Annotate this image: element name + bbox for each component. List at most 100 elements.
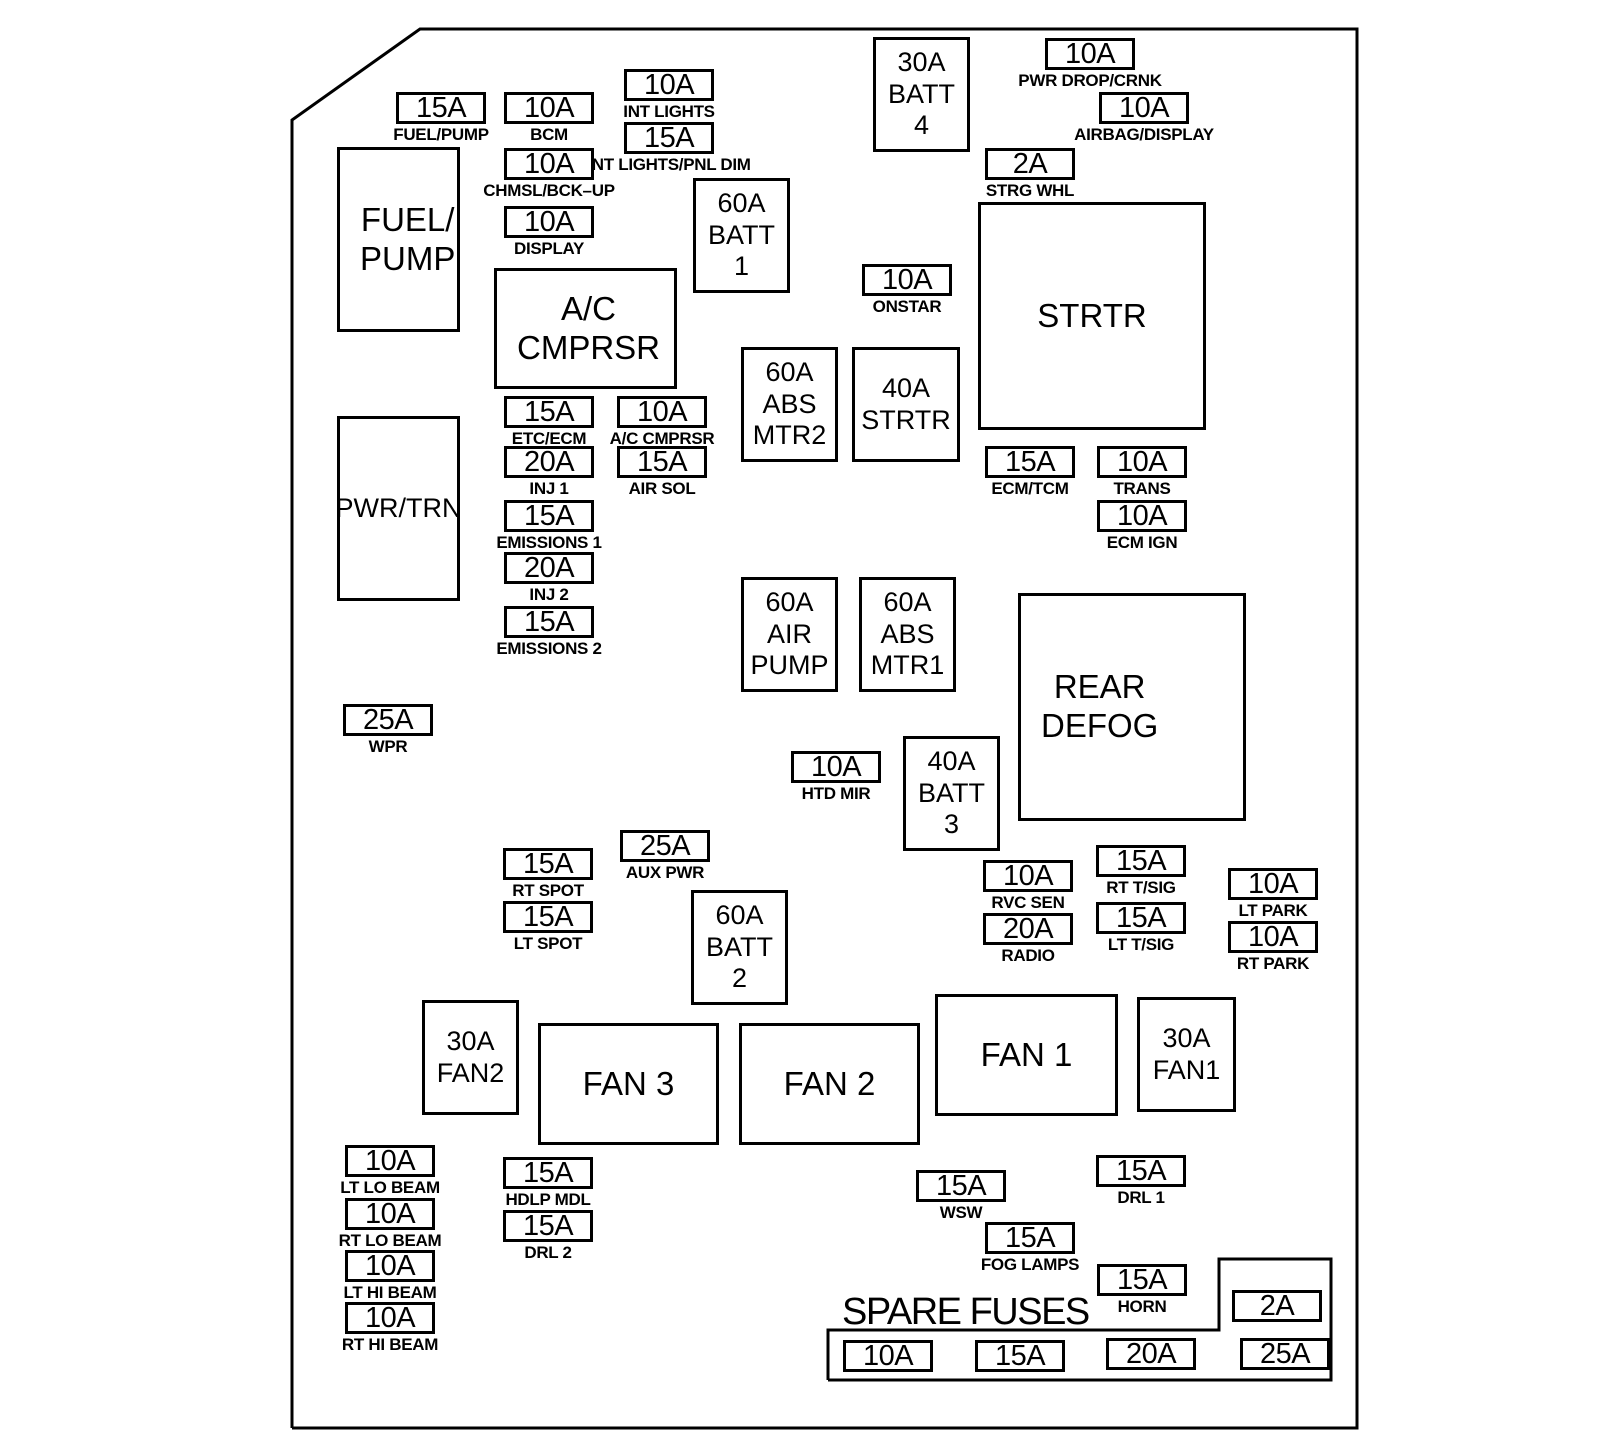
fuse-int-lights: 10A bbox=[624, 69, 714, 101]
fuse-label: RT T/SIG bbox=[1106, 878, 1176, 897]
fuse-label: EMISSIONS 1 bbox=[496, 533, 602, 552]
fuse-etc-ecm: 15A bbox=[504, 396, 594, 428]
fuse-label: HORN bbox=[1117, 1297, 1167, 1316]
fuse-label: INT LIGHTS/PNL DIM bbox=[587, 155, 751, 174]
fuse-fog-lamps: 15A bbox=[985, 1222, 1075, 1254]
fuse-label: RVC SEN bbox=[991, 893, 1065, 912]
batt4-block: 30A BATT 4 bbox=[873, 37, 970, 152]
fuse-label: STRG WHL bbox=[985, 181, 1075, 200]
fuse-hdlp-mdl: 15A bbox=[503, 1157, 593, 1189]
fuse-label: LT HI BEAM bbox=[343, 1283, 437, 1302]
fuse-label: RADIO bbox=[1001, 946, 1055, 965]
fuse-label: HDLP MDL bbox=[505, 1190, 591, 1209]
fuse-label: PWR DROP/CRNK bbox=[1018, 71, 1162, 90]
fuse-label: AUX PWR bbox=[625, 863, 705, 882]
spare-fuses-title: SPARE FUSES bbox=[842, 1291, 1090, 1333]
fuse-display: 10A bbox=[504, 206, 594, 238]
strtr-relay-block: STRTR bbox=[978, 202, 1206, 430]
spare-fuses-tray bbox=[826, 1257, 1333, 1382]
fuse-radio: 20A bbox=[983, 913, 1073, 945]
fuse-label: AIR SOL bbox=[628, 479, 696, 498]
fuse-onstar: 10A bbox=[862, 264, 952, 296]
fuse-lt-park: 10A bbox=[1228, 868, 1318, 900]
fuse-label: ECM IGN bbox=[1106, 533, 1178, 552]
fuse-lt-tsig: 15A bbox=[1096, 902, 1186, 934]
fuse-label: A/C CMPRSR bbox=[609, 429, 715, 448]
fuse-label: INJ 2 bbox=[529, 585, 569, 604]
abs-mtr2-block: 60A ABS MTR2 bbox=[741, 347, 838, 462]
fan2-relay-block: FAN 2 bbox=[739, 1023, 920, 1145]
fuse-label: RT PARK bbox=[1236, 954, 1310, 973]
fuse-label: CHMSL/BCK–UP bbox=[483, 181, 615, 200]
fuse-drl-2: 15A bbox=[503, 1210, 593, 1242]
fuse-label: DISPLAY bbox=[513, 239, 585, 258]
fuse-ecm-ign: 10A bbox=[1097, 500, 1187, 532]
fuse-label: FUEL/PUMP bbox=[393, 125, 489, 144]
ac-cmprsr-relay-block: A/C CMPRSR bbox=[494, 268, 677, 389]
fuse-pwr-drop-crnk: 10A bbox=[1045, 38, 1135, 70]
fuse-emissions-2: 15A bbox=[504, 606, 594, 638]
fuse-label: WSW bbox=[939, 1203, 983, 1222]
fuse-airbag-display: 10A bbox=[1099, 92, 1189, 124]
batt2-block: 60A BATT 2 bbox=[691, 890, 788, 1005]
fuse-ecm-tcm: 15A bbox=[985, 446, 1075, 478]
fuse-label: RT HI BEAM bbox=[341, 1335, 439, 1354]
fuse-inj-1: 20A bbox=[504, 446, 594, 478]
fuse-label: TRANS bbox=[1113, 479, 1171, 498]
rear-defog-block: REAR DEFOG bbox=[1018, 593, 1246, 821]
fuse-rt-park: 10A bbox=[1228, 921, 1318, 953]
fuse-int-lights-pnl-dim: 15A bbox=[624, 122, 714, 154]
fuse-lt-spot: 15A bbox=[503, 901, 593, 933]
fan1-fuse-block: 30A FAN1 bbox=[1137, 997, 1236, 1112]
fuse-drl-1: 15A bbox=[1096, 1155, 1186, 1187]
fuse-trans: 10A bbox=[1097, 446, 1187, 478]
fuel-pump-relay-block: FUEL/ PUMP bbox=[337, 147, 460, 332]
spare-fuse: 15A bbox=[975, 1340, 1065, 1372]
fuse-label: INT LIGHTS bbox=[623, 102, 715, 121]
fuse-lt-hi-beam: 10A bbox=[345, 1250, 435, 1282]
fuse-label: BCM bbox=[530, 125, 568, 144]
fuse-label: INJ 1 bbox=[529, 479, 569, 498]
fuse-label: WPR bbox=[368, 737, 408, 756]
fuse-label: LT LO BEAM bbox=[340, 1178, 440, 1197]
abs-mtr1-block: 60A ABS MTR1 bbox=[859, 577, 956, 692]
pwr-trn-block: PWR/TRN bbox=[336, 416, 462, 601]
fuse-label: HTD MIR bbox=[801, 784, 871, 803]
batt1-block: 60A BATT 1 bbox=[693, 178, 790, 293]
fuse-aux-pwr: 25A bbox=[620, 830, 710, 862]
fuse-inj-2: 20A bbox=[504, 552, 594, 584]
spare-fuse: 10A bbox=[843, 1340, 933, 1372]
fuse-chmsl-bck-up: 10A bbox=[504, 148, 594, 180]
fuse-label: DRL 2 bbox=[524, 1243, 572, 1262]
batt3-block: 40A BATT 3 bbox=[903, 736, 1000, 851]
fuse-rvc-sen: 10A bbox=[983, 860, 1073, 892]
fuse-label: EMISSIONS 2 bbox=[496, 639, 602, 658]
fuse-label: ONSTAR bbox=[872, 297, 942, 316]
fuse-fuel-pump: 15A bbox=[396, 92, 486, 124]
spare-fuse: 2A bbox=[1232, 1290, 1322, 1322]
fuse-horn: 15A bbox=[1097, 1264, 1187, 1296]
fuse-box-border bbox=[290, 27, 1359, 1430]
fan2-fuse-block: 30A FAN2 bbox=[422, 1000, 519, 1115]
fuse-emissions-1: 15A bbox=[504, 500, 594, 532]
fan3-relay-block: FAN 3 bbox=[538, 1023, 719, 1145]
air-pump-block: 60A AIR PUMP bbox=[741, 577, 838, 692]
fuse-label: LT SPOT bbox=[513, 934, 583, 953]
fuse-label: RT SPOT bbox=[512, 881, 584, 900]
fuse-label: LT T/SIG bbox=[1107, 935, 1175, 954]
fuse-label: RT LO BEAM bbox=[338, 1231, 442, 1250]
fuse-rt-spot: 15A bbox=[503, 848, 593, 880]
fuse-label: ETC/ECM bbox=[511, 429, 587, 448]
fuse-label: AIRBAG/DISPLAY bbox=[1074, 125, 1214, 144]
fuse-air-sol: 15A bbox=[617, 446, 707, 478]
fuse-label: FOG LAMPS bbox=[980, 1255, 1080, 1274]
fuse-wsw: 15A bbox=[916, 1170, 1006, 1202]
fuse-strg-whl: 2A bbox=[985, 148, 1075, 180]
spare-fuse: 20A bbox=[1106, 1338, 1196, 1370]
fuse-rt-lo-beam: 10A bbox=[345, 1198, 435, 1230]
fan1-relay-block: FAN 1 bbox=[935, 994, 1118, 1116]
fuse-label: ECM/TCM bbox=[991, 479, 1069, 498]
fuse-wpr: 25A bbox=[343, 704, 433, 736]
fuse-ac-cmprsr: 10A bbox=[617, 396, 707, 428]
